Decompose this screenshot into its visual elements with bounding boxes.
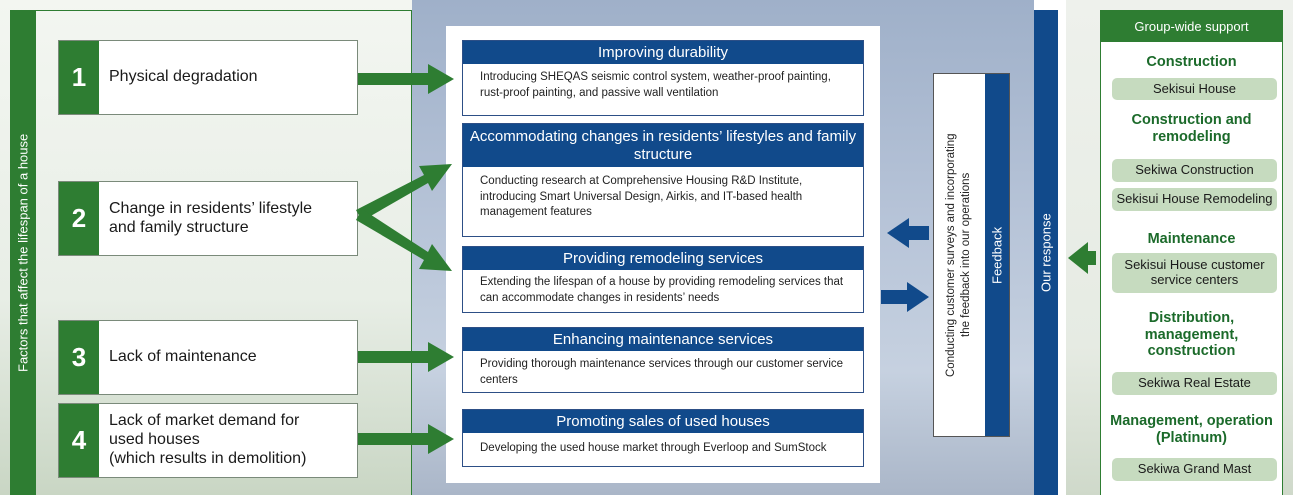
arrow-fork-down-icon: [356, 209, 452, 271]
our-response-band: Our response: [1034, 10, 1058, 495]
factor-number: 1: [59, 41, 99, 114]
response-title: Promoting sales of used houses: [463, 410, 863, 433]
arrow-right-icon: [358, 424, 454, 454]
arrow-right-icon: [358, 64, 454, 94]
company-sekisui-house-remodeling: Sekisui House Remodeling: [1112, 188, 1277, 211]
response-title: Improving durability: [463, 41, 863, 64]
factors-band: Factors that affect the lifespan of a ho…: [10, 10, 36, 495]
response-title: Accommodating changes in residents’ life…: [463, 124, 863, 167]
factor-number: 2: [59, 182, 99, 255]
arrow-fork-up-icon: [356, 164, 452, 221]
arrow-left-icon: [887, 218, 929, 248]
response-body: Providing thorough maintenance services …: [480, 358, 844, 386]
category-construction-remodeling: Construction and remodeling: [1131, 112, 1252, 145]
response-improving-durability: Improving durability Introducing SHEQAS …: [462, 40, 864, 116]
company-sekiwa-construction: Sekiwa Construction: [1112, 159, 1277, 182]
category-construction: Construction: [1146, 54, 1237, 70]
category-distribution: Distribution, management, construction: [1144, 310, 1239, 360]
response-maintenance-services: Enhancing maintenance services Providing…: [462, 327, 864, 393]
response-remodeling-services: Providing remodeling services Extending …: [462, 246, 864, 313]
response-body: Introducing SHEQAS seismic control syste…: [480, 71, 831, 99]
factor-4: 4 Lack of market demand for used houses …: [58, 403, 358, 478]
group-support-title: Group-wide support: [1100, 10, 1283, 42]
factor-text: Physical degradation: [109, 68, 258, 86]
category-management-operation: Management, operation (Platinum): [1110, 413, 1273, 446]
company-sekiwa-grand-mast: Sekiwa Grand Mast: [1112, 458, 1277, 481]
factor-1: 1 Physical degradation: [58, 40, 358, 115]
company-customer-service-centers: Sekisui House customer service centers: [1112, 253, 1277, 293]
arrow-right-icon: [358, 342, 454, 372]
response-accommodating-changes: Accommodating changes in residents’ life…: [462, 123, 864, 237]
feedback-band: Feedback: [985, 74, 1009, 436]
response-title: Providing remodeling services: [463, 247, 863, 270]
company-sekisui-house: Sekisui House: [1112, 78, 1277, 100]
response-body: Developing the used house market through…: [480, 442, 827, 454]
response-used-houses: Promoting sales of used houses Developin…: [462, 409, 864, 467]
factor-text: Change in residents’ lifestyle and famil…: [109, 199, 313, 236]
factor-text: Lack of market demand for used houses (w…: [109, 412, 307, 467]
factor-text: Lack of maintenance: [109, 348, 257, 366]
response-title: Enhancing maintenance services: [463, 328, 863, 351]
response-body: Conducting research at Comprehensive Hou…: [480, 175, 803, 219]
arrow-right-icon: [881, 282, 929, 312]
company-sekiwa-real-estate: Sekiwa Real Estate: [1112, 372, 1277, 395]
response-body: Extending the lifespan of a house by pro…: [480, 276, 844, 304]
factor-number: 4: [59, 404, 99, 477]
factor-3: 3 Lack of maintenance: [58, 320, 358, 395]
factor-number: 3: [59, 321, 99, 394]
category-maintenance: Maintenance: [1147, 231, 1236, 247]
arrow-left-icon: [1068, 242, 1096, 274]
